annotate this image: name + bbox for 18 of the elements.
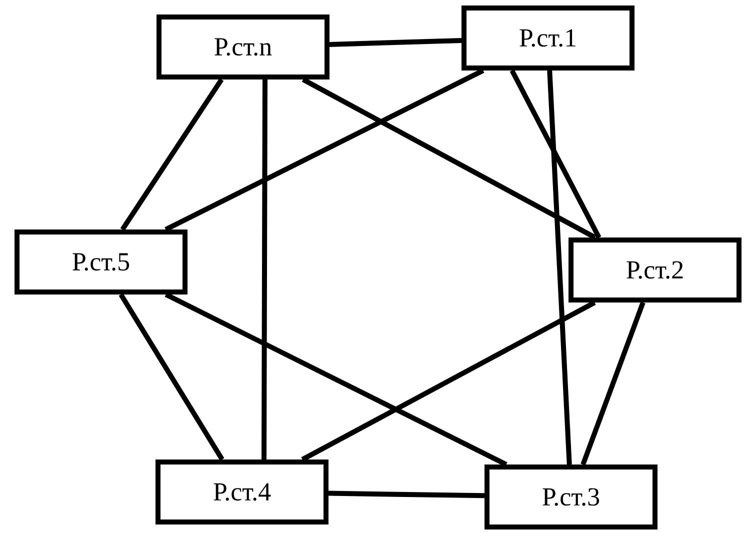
connector-line: [301, 300, 596, 462]
connector-line: [164, 292, 508, 467]
station-box: Р.ст.3: [484, 464, 658, 530]
connector-line: [164, 68, 484, 232]
station-box: Р.ст.n: [156, 14, 330, 80]
connector-line: [262, 79, 268, 460]
station-box: Р.ст.2: [568, 238, 742, 302]
connector-line: [328, 490, 485, 498]
connector-line: [329, 38, 462, 47]
connector-line: [118, 293, 224, 461]
connector-line: [580, 302, 646, 466]
connector-line: [302, 77, 596, 240]
station-box: Р.ст.5: [14, 230, 188, 294]
connector-line: [510, 69, 602, 239]
station-box: Р.ст.4: [156, 460, 328, 524]
connector-line: [120, 78, 224, 231]
connector-line: [547, 70, 572, 465]
station-box: Р.ст.1: [462, 6, 634, 70]
